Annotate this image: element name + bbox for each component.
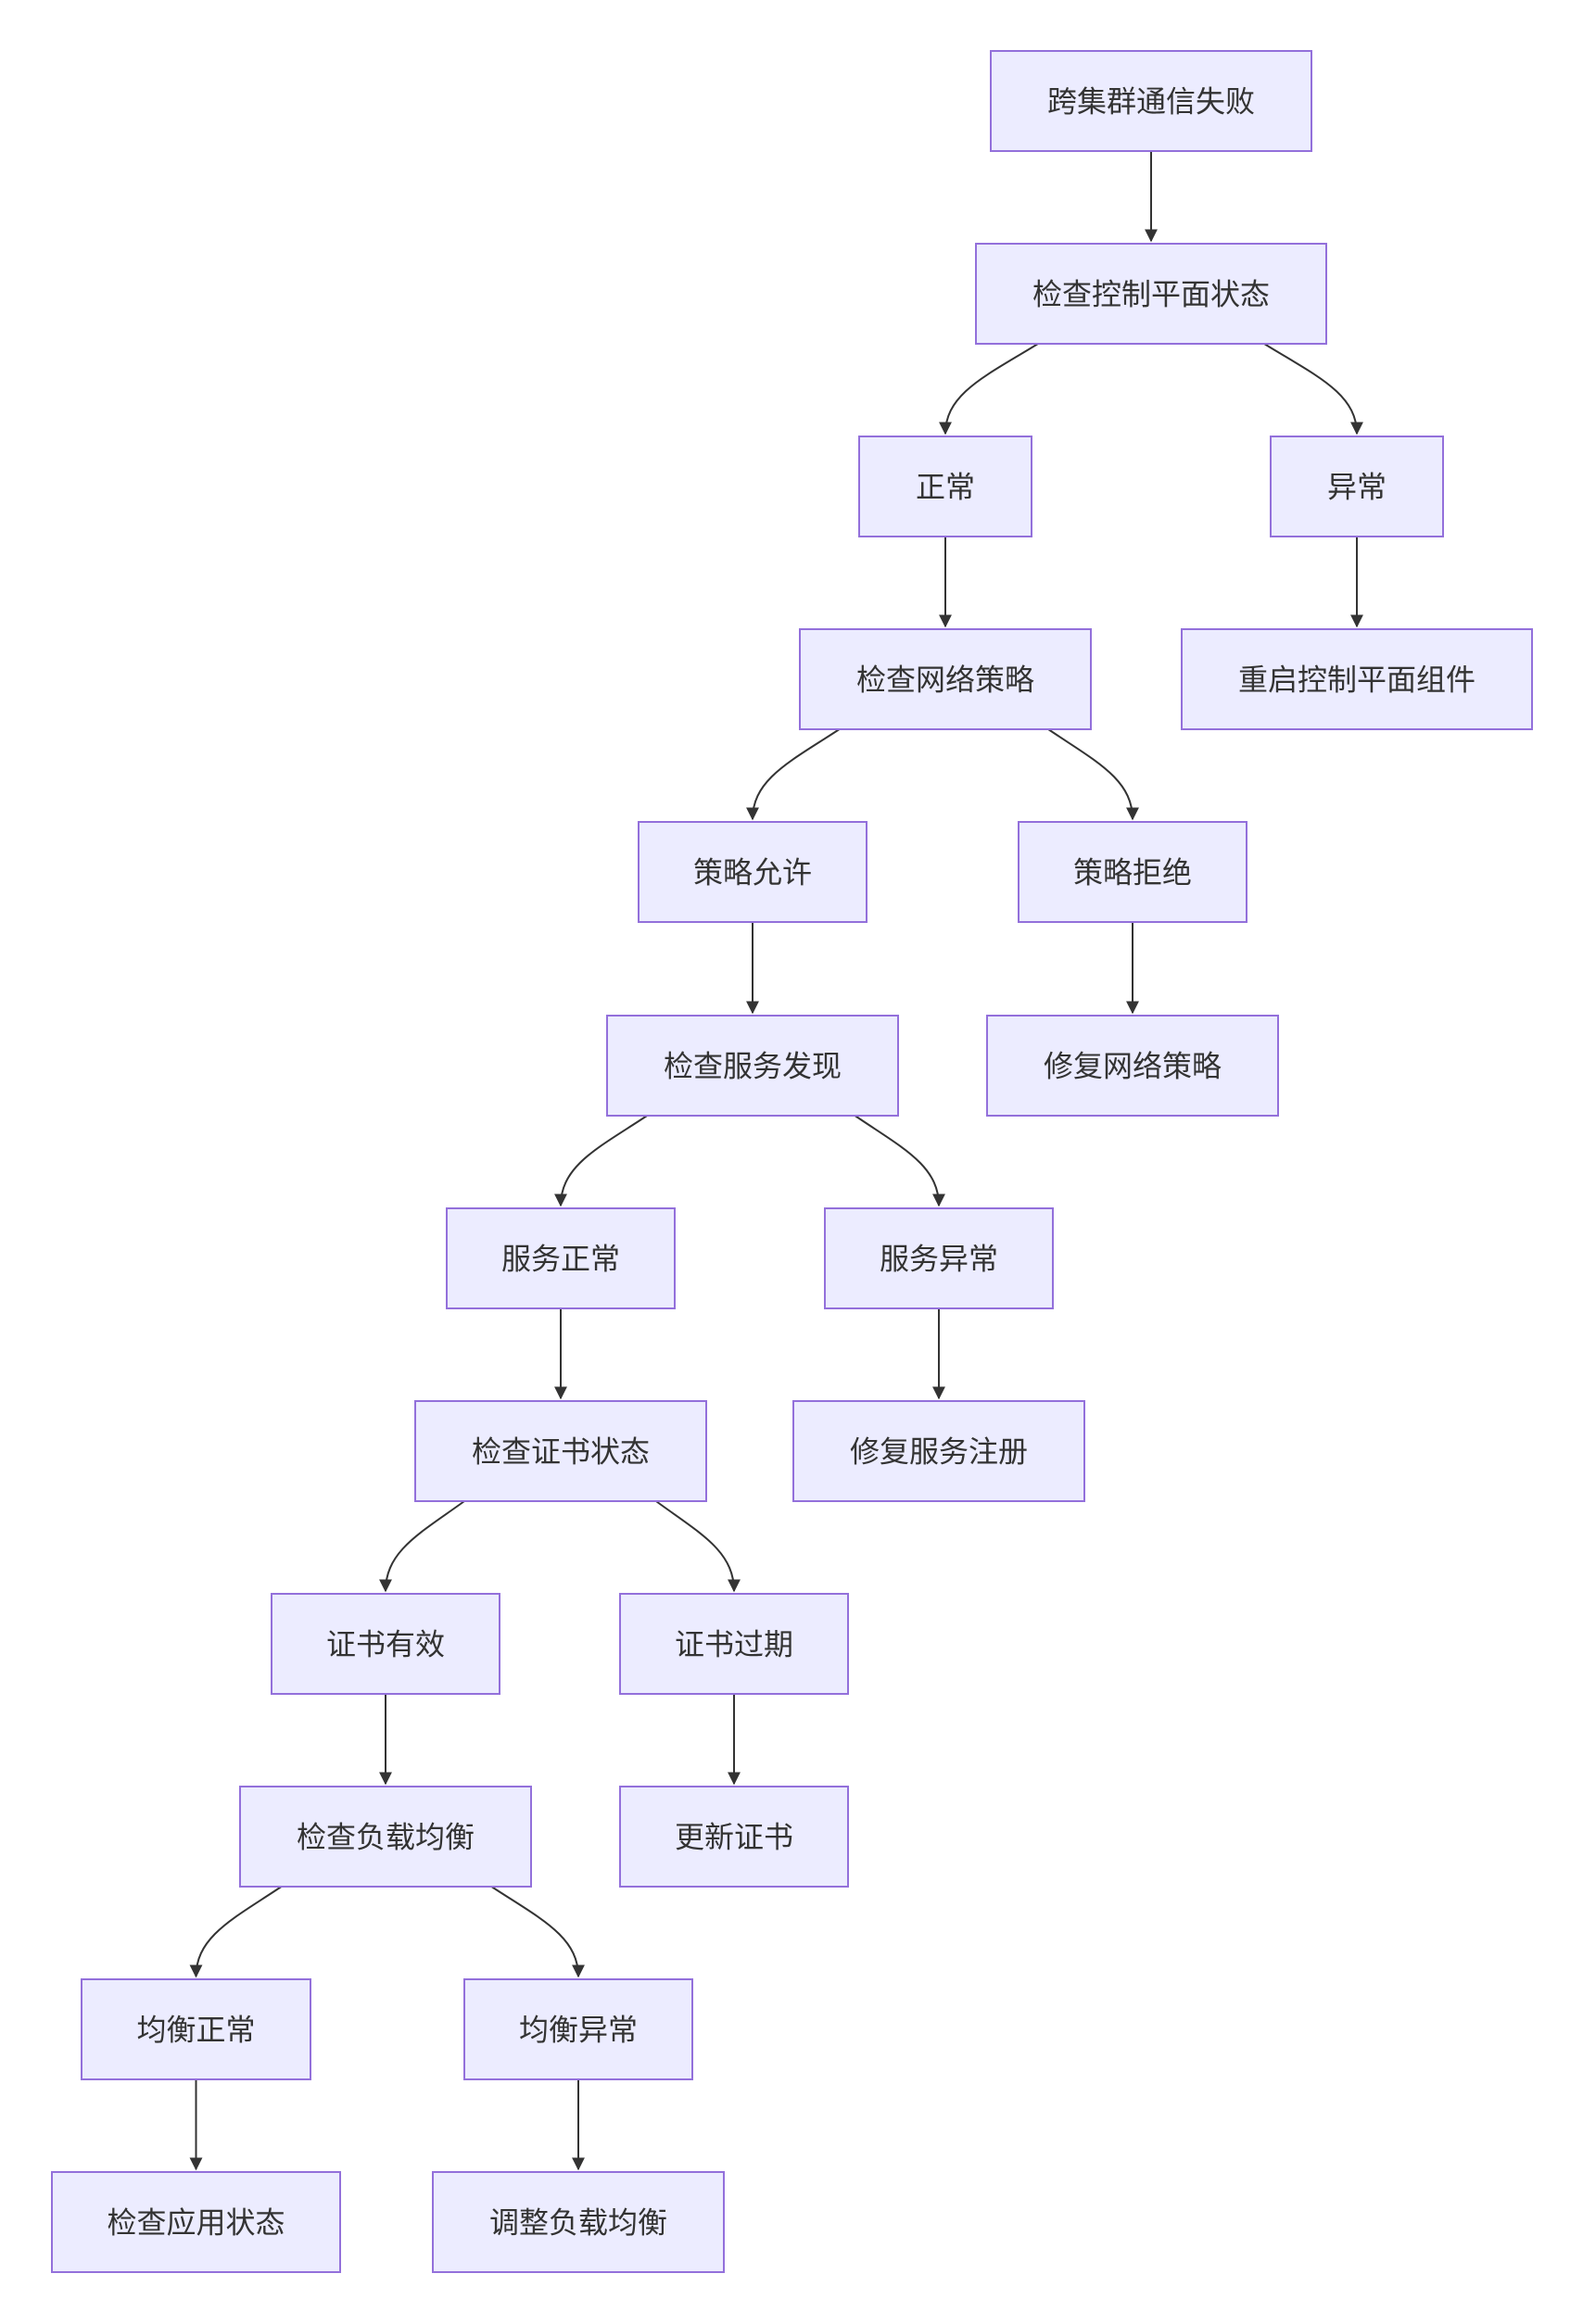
edges-layer: [189, 151, 1363, 2171]
node-B-label: 检查控制平面状态: [1032, 278, 1270, 311]
node-U-label: 检查应用状态: [107, 2206, 285, 2240]
node-L-box: [824, 1207, 1054, 1309]
node-H-box: [1018, 821, 1247, 923]
edge-M-P: [655, 1500, 741, 1593]
node-O: 证书有效: [271, 1593, 500, 1695]
edge-Q-S: [189, 1886, 283, 1978]
node-Q: 检查负载均衡: [239, 1786, 532, 1888]
node-T: 均衡异常: [463, 1978, 693, 2080]
node-D-box: [1270, 436, 1444, 537]
node-J: 修复网络策略: [986, 1015, 1279, 1117]
node-F-label: 重启控制平面组件: [1238, 663, 1475, 697]
edge-M-O: [379, 1500, 465, 1593]
node-E-box: [799, 628, 1092, 730]
node-L-label: 服务异常: [880, 1243, 998, 1276]
node-V-box: [432, 2171, 725, 2273]
node-H-label: 策略拒绝: [1073, 856, 1192, 890]
node-V: 调整负载均衡: [432, 2171, 725, 2273]
node-D: 异常: [1270, 436, 1444, 537]
node-M-box: [414, 1400, 707, 1502]
node-G-box: [638, 821, 867, 923]
node-K-label: 服务正常: [501, 1243, 620, 1276]
node-M-label: 检查证书状态: [472, 1435, 650, 1469]
node-C: 正常: [858, 436, 1032, 537]
node-P-box: [619, 1593, 849, 1695]
node-I-label: 检查服务发现: [664, 1050, 842, 1083]
node-P-label: 证书过期: [675, 1628, 793, 1661]
node-R-box: [619, 1786, 849, 1888]
node-A-label: 跨集群通信失败: [1047, 85, 1255, 119]
node-I: 检查服务发现: [606, 1015, 899, 1117]
node-J-label: 修复网络策略: [1044, 1050, 1222, 1083]
node-G: 策略允许: [638, 821, 867, 923]
node-A: 跨集群通信失败: [990, 50, 1312, 152]
node-F: 重启控制平面组件: [1181, 628, 1533, 730]
node-S-label: 均衡正常: [136, 2014, 255, 2047]
node-N: 修复服务注册: [792, 1400, 1085, 1502]
node-V-label: 调整负载均衡: [489, 2206, 667, 2240]
edge-Q-T: [490, 1886, 585, 1978]
node-E-label: 检查网络策略: [856, 663, 1034, 697]
node-J-box: [986, 1015, 1279, 1117]
node-K-box: [446, 1207, 676, 1309]
node-R-label: 更新证书: [675, 1821, 793, 1854]
node-O-label: 证书有效: [326, 1628, 445, 1661]
node-C-label: 正常: [916, 471, 975, 504]
edge-B-D: [1263, 343, 1363, 436]
node-T-box: [463, 1978, 693, 2080]
node-B: 检查控制平面状态: [975, 243, 1327, 345]
edge-E-G: [746, 728, 841, 821]
node-K: 服务正常: [446, 1207, 676, 1309]
node-N-label: 修复服务注册: [850, 1435, 1028, 1469]
edge-I-K: [554, 1115, 648, 1207]
edge-I-L: [854, 1115, 945, 1207]
node-B-box: [975, 243, 1327, 345]
node-R: 更新证书: [619, 1786, 849, 1888]
node-Q-box: [239, 1786, 532, 1888]
node-A-box: [990, 50, 1312, 152]
node-N-box: [792, 1400, 1085, 1502]
node-U-box: [51, 2171, 341, 2273]
node-T-label: 均衡异常: [519, 2014, 638, 2047]
node-M: 检查证书状态: [414, 1400, 707, 1502]
node-S-box: [81, 1978, 311, 2080]
node-G-label: 策略允许: [693, 856, 812, 890]
node-Q-label: 检查负载均衡: [297, 1821, 475, 1854]
node-H: 策略拒绝: [1018, 821, 1247, 923]
node-I-box: [606, 1015, 899, 1117]
node-P: 证书过期: [619, 1593, 849, 1695]
node-D-label: 异常: [1327, 471, 1387, 504]
node-C-box: [858, 436, 1032, 537]
edge-E-H: [1047, 728, 1139, 821]
node-L: 服务异常: [824, 1207, 1054, 1309]
node-E: 检查网络策略: [799, 628, 1092, 730]
node-O-box: [271, 1593, 500, 1695]
edge-B-C: [939, 343, 1039, 436]
node-S: 均衡正常: [81, 1978, 311, 2080]
node-F-box: [1181, 628, 1533, 730]
node-U: 检查应用状态: [51, 2171, 341, 2273]
